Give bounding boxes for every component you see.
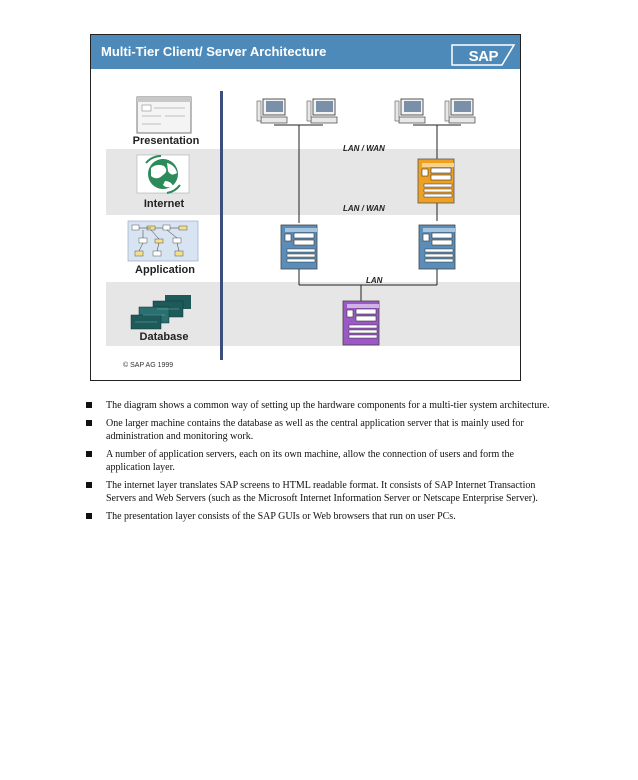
pc-icon-1 — [256, 98, 288, 124]
application-server-icon-2 — [418, 224, 456, 270]
layer-label-database: Database — [139, 331, 189, 343]
bullet-item: One larger machine contains the database… — [86, 417, 556, 443]
layer-label-application: Application — [135, 264, 195, 276]
layer-label-presentation: Presentation — [132, 135, 200, 147]
bullet-text: A number of application servers, each on… — [106, 449, 514, 473]
application-server-icon-1 — [280, 224, 318, 270]
globe-icon — [136, 154, 190, 194]
slide-title: Multi-Tier Client/ Server Architecture — [101, 44, 327, 59]
bullet-square-icon — [86, 420, 92, 426]
database-server-icon — [342, 300, 380, 346]
network-cables — [274, 124, 461, 301]
bullet-text: One larger machine contains the database… — [106, 418, 524, 442]
database-stack-icon — [130, 295, 191, 330]
bullet-square-icon — [86, 513, 92, 519]
layer-divider — [220, 91, 223, 360]
internet-server-icon — [417, 158, 455, 204]
pc-icon-2 — [306, 98, 338, 124]
bullet-text: The diagram shows a common way of settin… — [106, 400, 550, 411]
network-label-wan-top: LAN / WAN — [343, 144, 385, 153]
copyright-notice: © SAP AG 1999 — [123, 362, 174, 369]
slide-title-bar: Multi-Tier Client/ Server Architecture S… — [91, 35, 520, 69]
window-icon — [136, 96, 192, 134]
layer-label-internet: Internet — [143, 198, 185, 210]
network-label-lan: LAN — [366, 276, 383, 285]
network-diagram — [127, 96, 476, 346]
bullet-text: The presentation layer consists of the S… — [106, 511, 456, 522]
pc-icon-4 — [444, 98, 476, 124]
notes-bullet-list: The diagram shows a common way of settin… — [86, 399, 556, 528]
sap-logo: SAP — [428, 35, 520, 69]
bullet-item: The presentation layer consists of the S… — [86, 510, 556, 523]
sap-logo-text: SAP — [468, 48, 499, 65]
bullet-square-icon — [86, 451, 92, 457]
bullet-item: The internet layer translates SAP screen… — [86, 479, 556, 505]
bullet-item: A number of application servers, each on… — [86, 448, 556, 474]
bullet-text: The internet layer translates SAP screen… — [106, 480, 538, 504]
architecture-slide: Multi-Tier Client/ Server Architecture S… — [90, 34, 521, 381]
process-diagram-icon — [127, 220, 199, 262]
bullet-item: The diagram shows a common way of settin… — [86, 399, 556, 412]
bullet-square-icon — [86, 482, 92, 488]
bullet-square-icon — [86, 402, 92, 408]
network-label-wan-mid: LAN / WAN — [343, 204, 385, 213]
pc-icon-3 — [394, 98, 426, 124]
